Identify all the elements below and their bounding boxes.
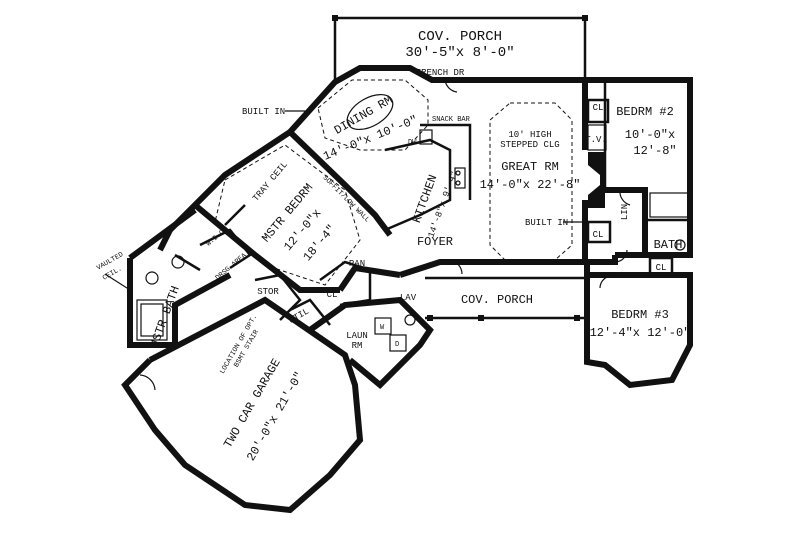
laundry-name-2: RM <box>352 341 363 351</box>
tray-ceil-label: TRAY CEIL <box>251 160 290 204</box>
great-room-note-1: 10' HIGH <box>508 130 551 140</box>
interior-walls <box>174 80 690 326</box>
closet-label-1: CL <box>593 103 604 113</box>
pantry-label: PAN <box>349 259 365 269</box>
dining-dims: 14'-0"x 10'-0" <box>321 113 420 164</box>
fixtures <box>136 93 689 352</box>
great-room-name: GREAT RM <box>501 160 559 174</box>
dressing-area-label: DRSG AREA <box>214 252 249 283</box>
closet-label-4: CL <box>327 290 338 300</box>
ceiling-outlines <box>214 79 573 286</box>
tv-label: T.V. <box>585 135 607 145</box>
walk-in-closet-label: W.I.CL <box>205 226 229 248</box>
leaders <box>104 110 585 291</box>
bedroom-2-name: BEDRM #2 <box>616 105 674 119</box>
bedroom-2-dims-2: 12'-8" <box>633 144 676 158</box>
bedroom-3-dims: 12'-4"x 12'-0" <box>590 326 691 340</box>
bedroom-2-dims-1: 10'-0"x <box>625 128 675 142</box>
storage-label: STOR <box>257 287 279 297</box>
rear-porch-name: COV. PORCH <box>418 29 502 45</box>
front-porch <box>425 276 585 321</box>
built-in-right-label: BUILT IN <box>525 218 568 228</box>
dryer-label: D <box>395 341 399 349</box>
garage-dims: 20'-0"x 21'-0" <box>244 369 307 463</box>
bedroom-3-name: BEDRM #3 <box>611 308 669 322</box>
laundry-name-1: LAUN <box>346 331 368 341</box>
french-door-label: FRENCH DR <box>416 68 465 78</box>
front-porch-name: COV. PORCH <box>461 293 533 307</box>
bath-name: BATH <box>654 238 683 252</box>
foyer-name: FOYER <box>417 235 453 249</box>
great-room-dims: 14'-0"x 22'-8" <box>480 178 581 192</box>
lav-label: LAV <box>400 293 417 303</box>
snack-bar-label: SNACK BAR <box>432 116 471 124</box>
great-room-note-2: STEPPED CLG <box>500 140 559 150</box>
closet-label-3: CL <box>656 263 667 273</box>
rear-porch-dims: 30'-5"x 8'-0" <box>405 45 514 61</box>
fireplace <box>587 124 607 208</box>
doors <box>139 79 631 391</box>
washer-label: W <box>380 324 385 332</box>
rear-porch <box>332 15 588 84</box>
built-in-left-label: BUILT IN <box>242 107 285 117</box>
closet-label-2: CL <box>593 230 604 240</box>
linen-label: LIN <box>620 204 630 220</box>
dishwasher-label: DW <box>408 139 417 147</box>
